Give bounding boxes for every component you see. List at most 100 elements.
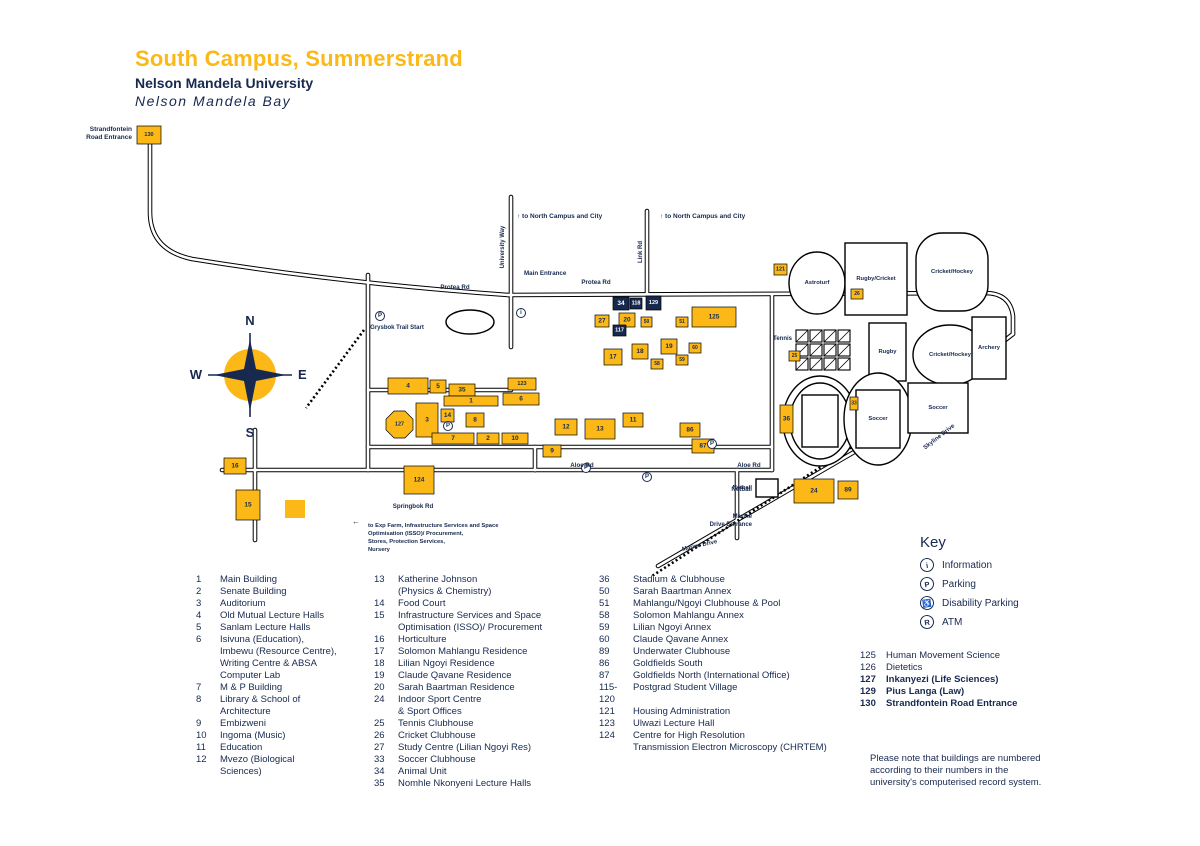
building-2-number: 2 — [486, 435, 490, 442]
legend-entry-number: 58 — [599, 610, 610, 621]
field-cricket-hockey-label: Cricket/Hockey — [931, 269, 974, 275]
field-rugby — [868, 322, 907, 382]
field-soccer-label: Soccer — [928, 405, 948, 411]
building-36-number: 36 — [783, 416, 791, 423]
legend-entry-number: 115-120 — [599, 682, 618, 705]
legend-entry-6: 6 Isivuna (Education), Imbewu (Resource C… — [196, 634, 368, 682]
atm-icon: R — [919, 614, 935, 630]
tennis-court-hatch — [809, 329, 823, 343]
building-unnumbered — [285, 500, 305, 518]
compass-s: S — [246, 425, 255, 440]
numbering-note: Please note that buildings are numbered … — [870, 753, 1042, 788]
building-89-number: 89 — [844, 487, 852, 494]
parking-icon — [707, 439, 717, 449]
building-36 — [779, 404, 794, 434]
building-118-number: 118 — [632, 301, 641, 307]
legend-entry-number: 7 — [196, 682, 202, 693]
field-soccer — [907, 382, 969, 434]
map-label: Nursery — [368, 547, 391, 553]
legend-entry-number: 6 — [196, 634, 202, 645]
map-label: Protea Rd — [581, 279, 610, 286]
tennis-court — [837, 329, 851, 343]
legend-entry-number: 13 — [374, 574, 385, 585]
legend-entry-label: Centre for High Resolution Transmission … — [633, 730, 827, 753]
legend-entry-number: 35 — [374, 778, 385, 789]
parking-icon — [642, 472, 652, 482]
legend-entry-number: 16 — [374, 634, 385, 645]
building-33 — [849, 396, 859, 411]
building-19 — [660, 338, 678, 355]
building-14-number: 14 — [444, 412, 452, 419]
legend-entry-number: 33 — [374, 754, 385, 765]
legend-entry-label: Sarah Baartman Annex — [633, 586, 732, 597]
building-118 — [629, 297, 643, 310]
legend-entry-number: 25 — [374, 718, 385, 729]
field-cricket-hockey-label: Cricket/Hockey — [929, 352, 972, 358]
legend-entry-label: Tennis Clubhouse — [398, 718, 474, 729]
tennis-court — [823, 343, 837, 357]
legend-entry-label: Mahlangu/Ngoyi Clubhouse & Pool — [633, 598, 781, 609]
subtitle-bay: Nelson Mandela Bay — [135, 93, 292, 110]
disability-parking-icon: ♿ — [919, 595, 935, 611]
building-13 — [584, 418, 616, 440]
field-astroturf-label: Astroturf — [805, 280, 830, 286]
building-5-number: 5 — [436, 383, 440, 390]
building-1-number: 1 — [469, 398, 473, 405]
map-label: Aloe Rd — [570, 462, 594, 469]
building-11 — [622, 412, 644, 428]
legend-entry-label: Main Building — [220, 574, 278, 585]
map-label: to Exp Farm, Infrastructure Services and… — [368, 523, 499, 529]
field-0 — [445, 309, 495, 335]
building-7 — [431, 432, 475, 445]
legend-entry-label: Old Mutual Lecture Halls — [220, 610, 325, 621]
legend-entry-number: 4 — [196, 610, 202, 621]
building-3 — [415, 402, 439, 438]
legend-entry-label: Study Centre (Lilian Ngoyi Res) — [398, 742, 532, 753]
building-59 — [675, 354, 689, 366]
building-18 — [631, 343, 649, 360]
map-label: Main Entrance — [524, 270, 567, 277]
tennis-court-hatch — [837, 343, 851, 357]
map-label: ↑ to North Campus and City — [660, 213, 746, 220]
compass-n: N — [245, 313, 254, 328]
field-archery-label: Archery — [978, 345, 1001, 351]
legend-entry-label: Lilian Ngoyi Residence — [398, 658, 495, 669]
building-11-number: 11 — [630, 417, 637, 424]
legend-entry-label: Education — [220, 742, 263, 753]
building-58-number: 58 — [654, 361, 660, 367]
legend-entry-number: 89 — [599, 646, 610, 657]
field-soccer — [855, 389, 901, 449]
legend-entry-label: Isivuna (Education), Imbewu (Resource Ce… — [220, 634, 337, 681]
tennis-court — [837, 357, 851, 371]
tennis-court — [795, 357, 809, 371]
legend-entry-number: 50 — [599, 586, 610, 597]
legend-entry-number: 36 — [599, 574, 610, 585]
legend-entry-number: 15 — [374, 610, 385, 621]
legend-entry-label: Sarah Baartman Residence — [398, 682, 515, 693]
legend-entry-label: Postgrad Student Village — [633, 682, 738, 693]
building-6-number: 6 — [519, 396, 523, 403]
parking-icon — [375, 311, 385, 321]
tennis-court-hatch — [795, 357, 809, 371]
building-127-number: 127 — [395, 422, 404, 428]
map-label: ← — [352, 517, 360, 526]
building-58 — [650, 358, 664, 370]
tennis-court-hatch — [809, 357, 823, 371]
building-1 — [443, 395, 499, 407]
legend-entry-number: 2 — [196, 586, 202, 597]
building-20-number: 20 — [623, 317, 631, 324]
legend-entry-label: Solomon Mahlangu Annex — [633, 610, 744, 621]
legend-entry-number: 121 — [599, 706, 615, 717]
legend-entry-4: 4 Old Mutual Lecture Halls — [196, 610, 368, 622]
